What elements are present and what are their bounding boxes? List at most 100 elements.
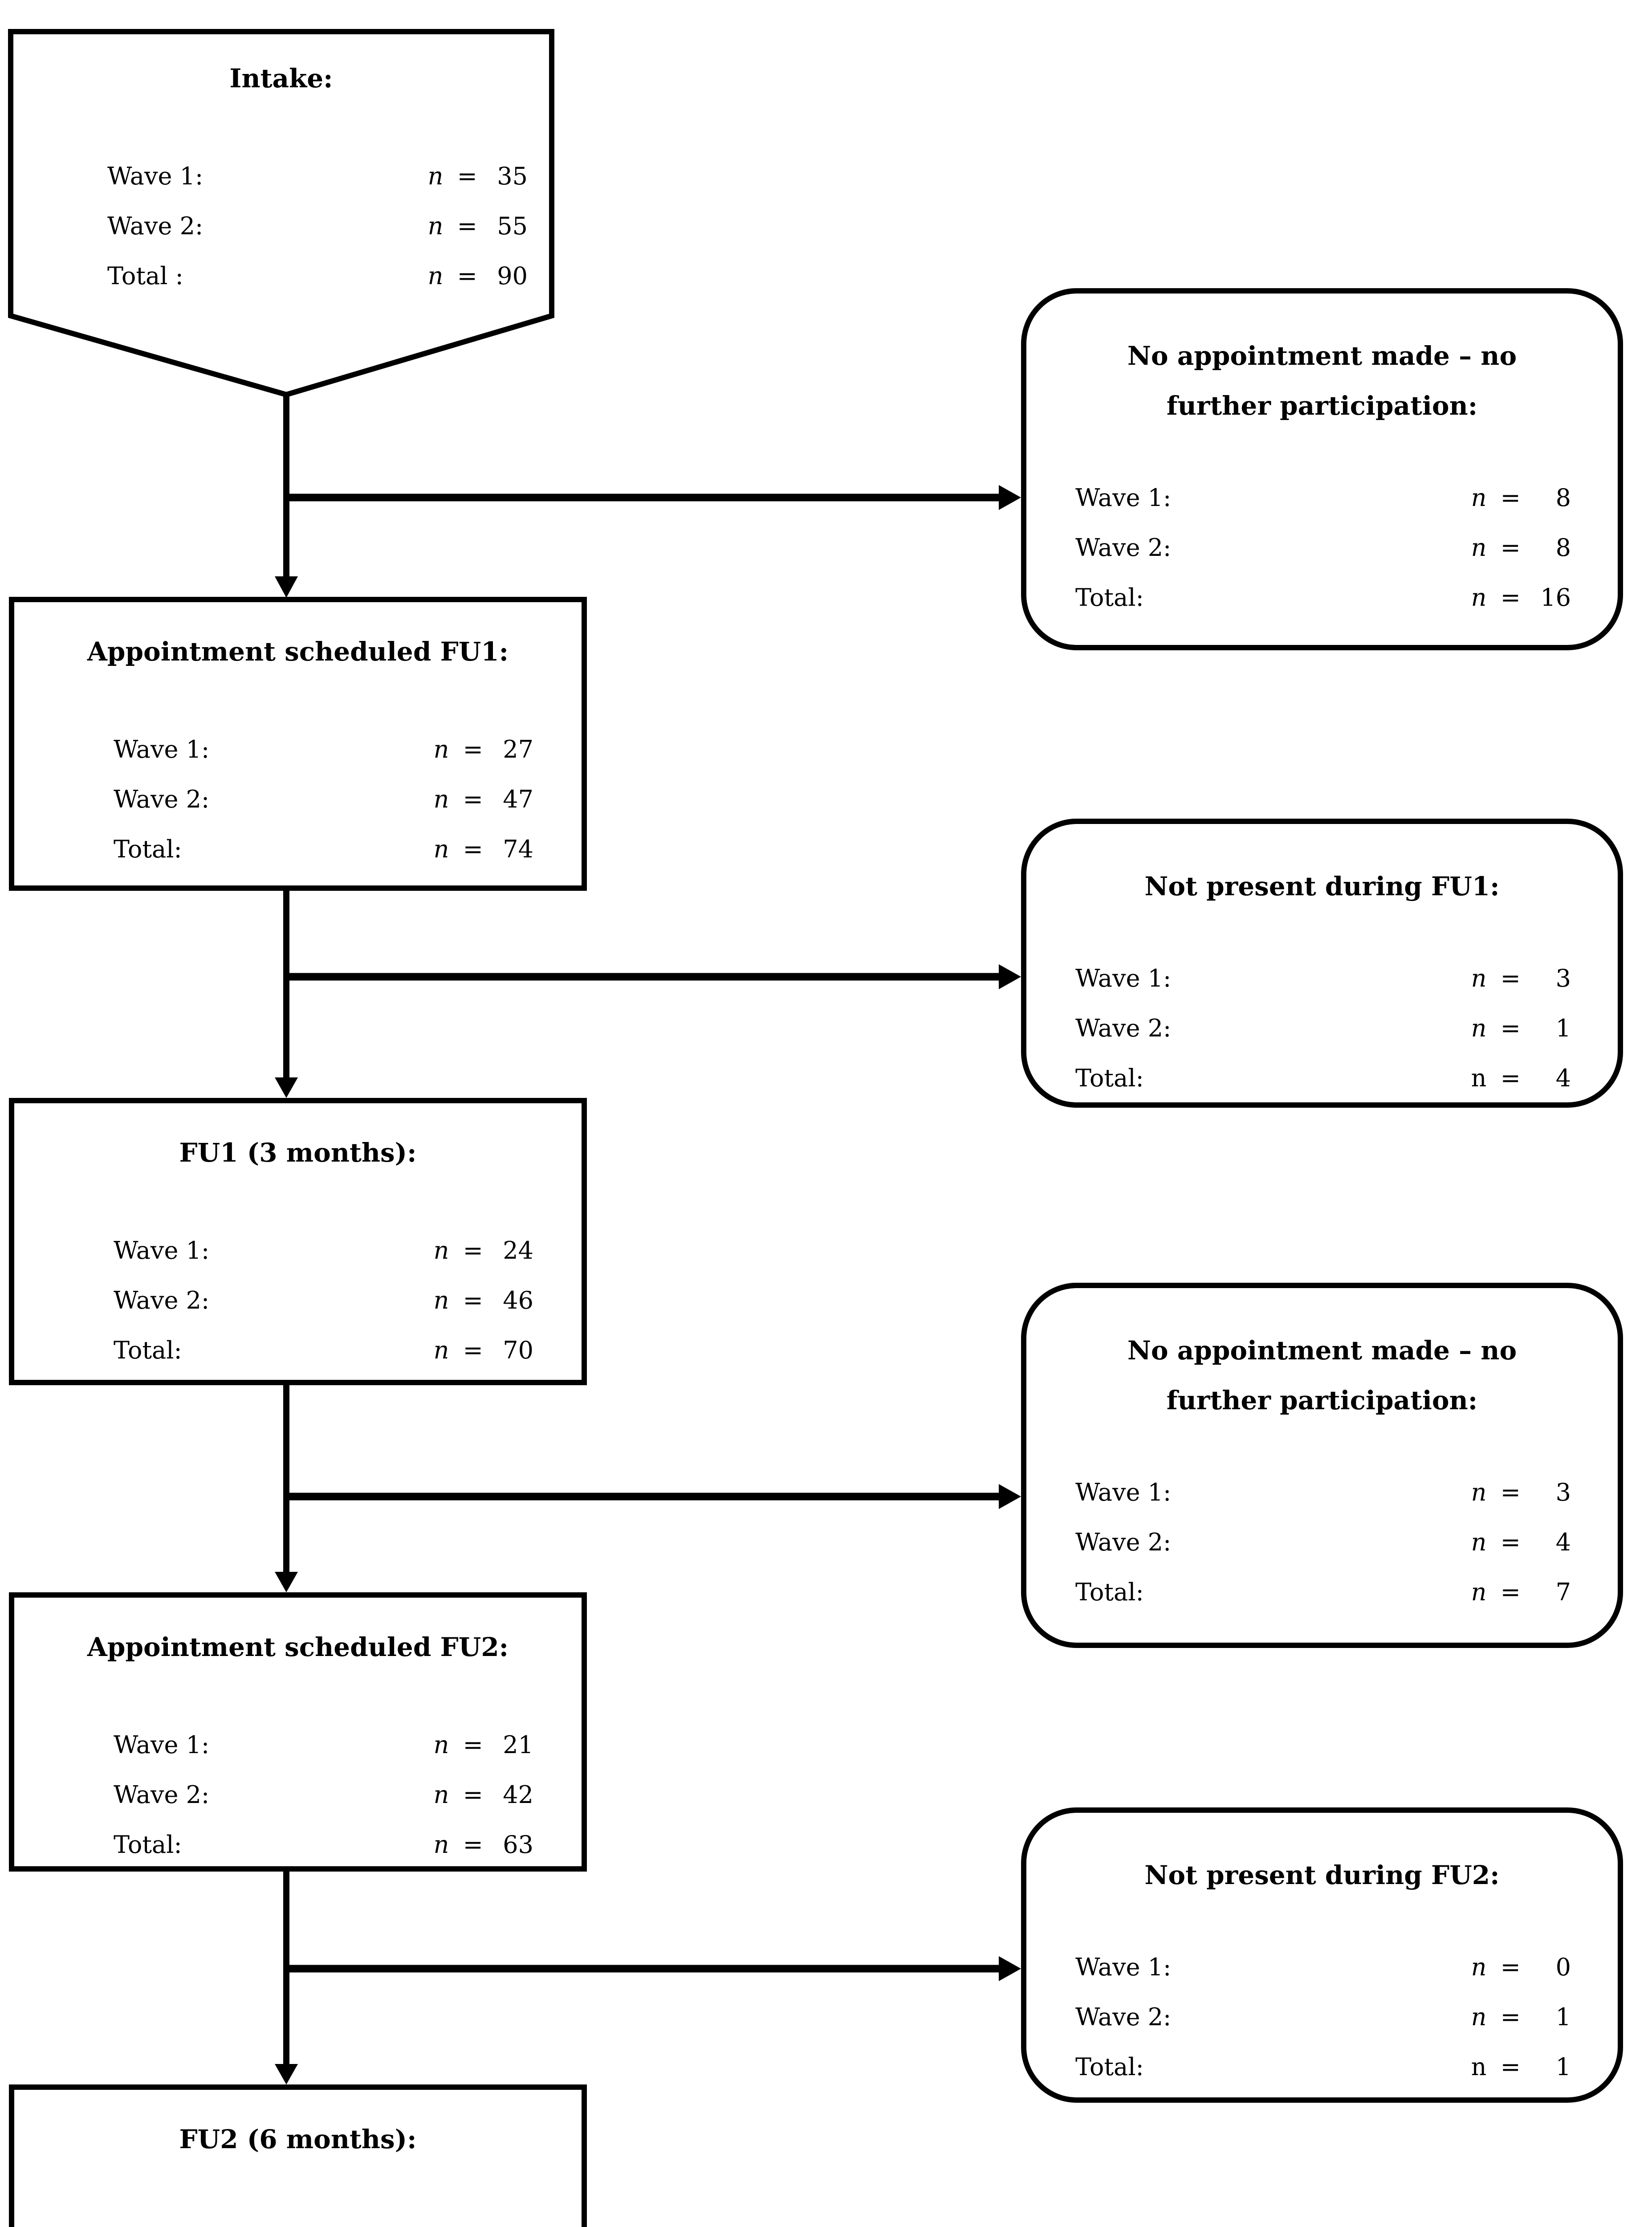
- n-symbol: n: [1471, 583, 1487, 612]
- row-value: n = 1: [1471, 1992, 1571, 2042]
- row-value: n = 24: [434, 1226, 533, 1276]
- row-label: Wave 2:: [114, 785, 210, 813]
- count-row: Wave 1: n = 3: [1026, 954, 1618, 1003]
- row-label: Total:: [114, 1831, 182, 1859]
- flow-box-intake: Intake: Wave 1: n = 35 Wave 2: n = 55: [8, 29, 554, 314]
- n-symbol: n: [427, 212, 444, 240]
- row-label: Wave 1:: [1075, 1953, 1172, 1981]
- row-value: n = 35: [428, 151, 528, 201]
- n-symbol: n: [433, 1831, 449, 1859]
- n-symbol: n: [434, 2223, 449, 2227]
- equals-sign: =: [463, 1336, 483, 1364]
- exclusion-box-not-present-during-fu1: Not present during FU1: Wave 1: n = 3 Wa…: [1021, 819, 1623, 1108]
- count-row: Total: n = 7: [1026, 1567, 1618, 1617]
- row-value: n = 0: [1471, 1942, 1571, 1992]
- n-symbol: n: [433, 835, 449, 863]
- n-symbol: n: [1471, 1578, 1487, 1606]
- count-number: 4: [1555, 1064, 1571, 1092]
- box-title-line: No appointment made – no: [1127, 341, 1517, 371]
- equals-sign: =: [463, 1286, 483, 1314]
- count-row: Wave 1: n = 35: [8, 151, 554, 201]
- down-arrowhead-3: [275, 1572, 298, 1592]
- row-value: n = 70: [434, 1326, 533, 1375]
- count-row: Wave 1: n = 27: [14, 725, 582, 775]
- count-row: Wave 2: n = 1: [1026, 1003, 1618, 1053]
- count-number: 7: [1555, 1578, 1571, 1606]
- count-row: Wave 1: n = 24: [14, 1226, 582, 1276]
- exclusion-box-no-appointment-after-intake: No appointment made – no further partici…: [1021, 288, 1623, 650]
- box-title-line: No appointment made – no: [1127, 1335, 1517, 1366]
- count-number: 47: [503, 785, 533, 813]
- row-label: Wave 1:: [114, 1236, 210, 1264]
- row-label: Wave 1:: [1075, 964, 1172, 992]
- count-row: Total: n = 1: [1026, 2042, 1618, 2092]
- count-number: 21: [503, 1731, 533, 1759]
- row-value: n = 4: [1471, 1053, 1571, 1103]
- row-value: n = 1: [1471, 1003, 1571, 1053]
- row-value: n = 8: [1471, 473, 1571, 523]
- count-number: 1: [1555, 2003, 1571, 2031]
- count-number: 1: [1555, 2053, 1571, 2081]
- count-number: 16: [1540, 583, 1571, 612]
- count-row: Wave 1: n = 8: [1026, 473, 1618, 523]
- count-number: 55: [497, 212, 528, 240]
- equals-sign: =: [457, 262, 477, 290]
- equals-sign: =: [1500, 1578, 1521, 1606]
- row-value: n = 3: [1471, 954, 1571, 1003]
- row-label: Wave 2:: [1075, 534, 1172, 562]
- box-title-line: further participation:: [1166, 391, 1478, 421]
- count-number: 35: [497, 162, 528, 190]
- n-symbol: n: [1471, 534, 1487, 562]
- count-number: 0: [1555, 1953, 1571, 1981]
- equals-sign: =: [1500, 1953, 1521, 1981]
- equals-sign: =: [463, 2223, 483, 2227]
- exclusion-box-not-present-during-fu2: Not present during FU2: Wave 1: n = 0 Wa…: [1021, 1807, 1623, 2103]
- equals-sign: =: [1500, 2053, 1521, 2081]
- row-label: Wave 1:: [107, 162, 203, 190]
- row-value: n = 3: [1471, 1468, 1571, 1517]
- equals-sign: =: [1500, 964, 1521, 992]
- box-title-line: Not present during FU2:: [1144, 1860, 1500, 1890]
- row-value: n = 74: [434, 824, 533, 874]
- equals-sign: =: [1500, 2003, 1521, 2031]
- count-row: Total: n = 70: [14, 1326, 582, 1375]
- n-symbol: n: [427, 262, 444, 290]
- count-number: 24: [503, 1236, 533, 1264]
- count-row: Total: n = 4: [1026, 1053, 1618, 1103]
- count-row: Total : n = 90: [8, 251, 554, 301]
- box-rows: Wave 1: n = 3 Wave 2: n = 4 Total: n: [1026, 1468, 1618, 1617]
- count-number: 3: [1555, 964, 1571, 992]
- flow-box-fu1-3-months: FU1 (3 months): Wave 1: n = 24 Wave 2: n…: [9, 1098, 587, 1385]
- count-row: Wave 2: n = 4: [1026, 1517, 1618, 1567]
- row-label: Wave 2:: [114, 1286, 210, 1314]
- row-value: n = 42: [434, 1770, 533, 1820]
- equals-sign: =: [1500, 1528, 1521, 1556]
- count-number: 21: [498, 2212, 533, 2227]
- branch-arrowhead-4: [999, 1956, 1021, 1981]
- down-arrowhead-1: [275, 576, 298, 598]
- row-label: Wave 1:: [114, 1731, 210, 1759]
- count-number: 4: [1555, 1528, 1571, 1556]
- equals-sign: =: [463, 785, 483, 813]
- equals-sign: =: [1500, 534, 1521, 562]
- count-row: Total: n = 63: [14, 1820, 582, 1870]
- box-title-line: Intake:: [229, 63, 333, 94]
- row-label: Total:: [1075, 1578, 1144, 1606]
- count-row: Wave 1: n = 21: [14, 1720, 582, 1770]
- equals-sign: =: [1500, 1478, 1521, 1506]
- row-value: n = 4: [1471, 1517, 1571, 1567]
- row-value: n = 7: [1471, 1567, 1571, 1617]
- row-label: Wave 1:: [114, 735, 210, 763]
- count-row: Total: n = 74: [14, 824, 582, 874]
- box-title-line: further participation:: [1166, 1385, 1478, 1415]
- equals-sign: =: [463, 1781, 483, 1809]
- n-symbol: n: [433, 1781, 449, 1809]
- row-value: n = 8: [1471, 523, 1571, 573]
- box-title-line: Appointment scheduled FU2:: [87, 1632, 509, 1662]
- equals-sign: =: [1500, 1064, 1521, 1092]
- row-label: Wave 2:: [114, 1781, 210, 1809]
- n-symbol: n: [433, 735, 449, 763]
- row-label: Wave 2:: [1075, 1014, 1172, 1042]
- row-value: n = 27: [434, 725, 533, 775]
- box-rows: Wave 1: n = 0 Wave 2: n = 1 Total: n: [1026, 1942, 1618, 2092]
